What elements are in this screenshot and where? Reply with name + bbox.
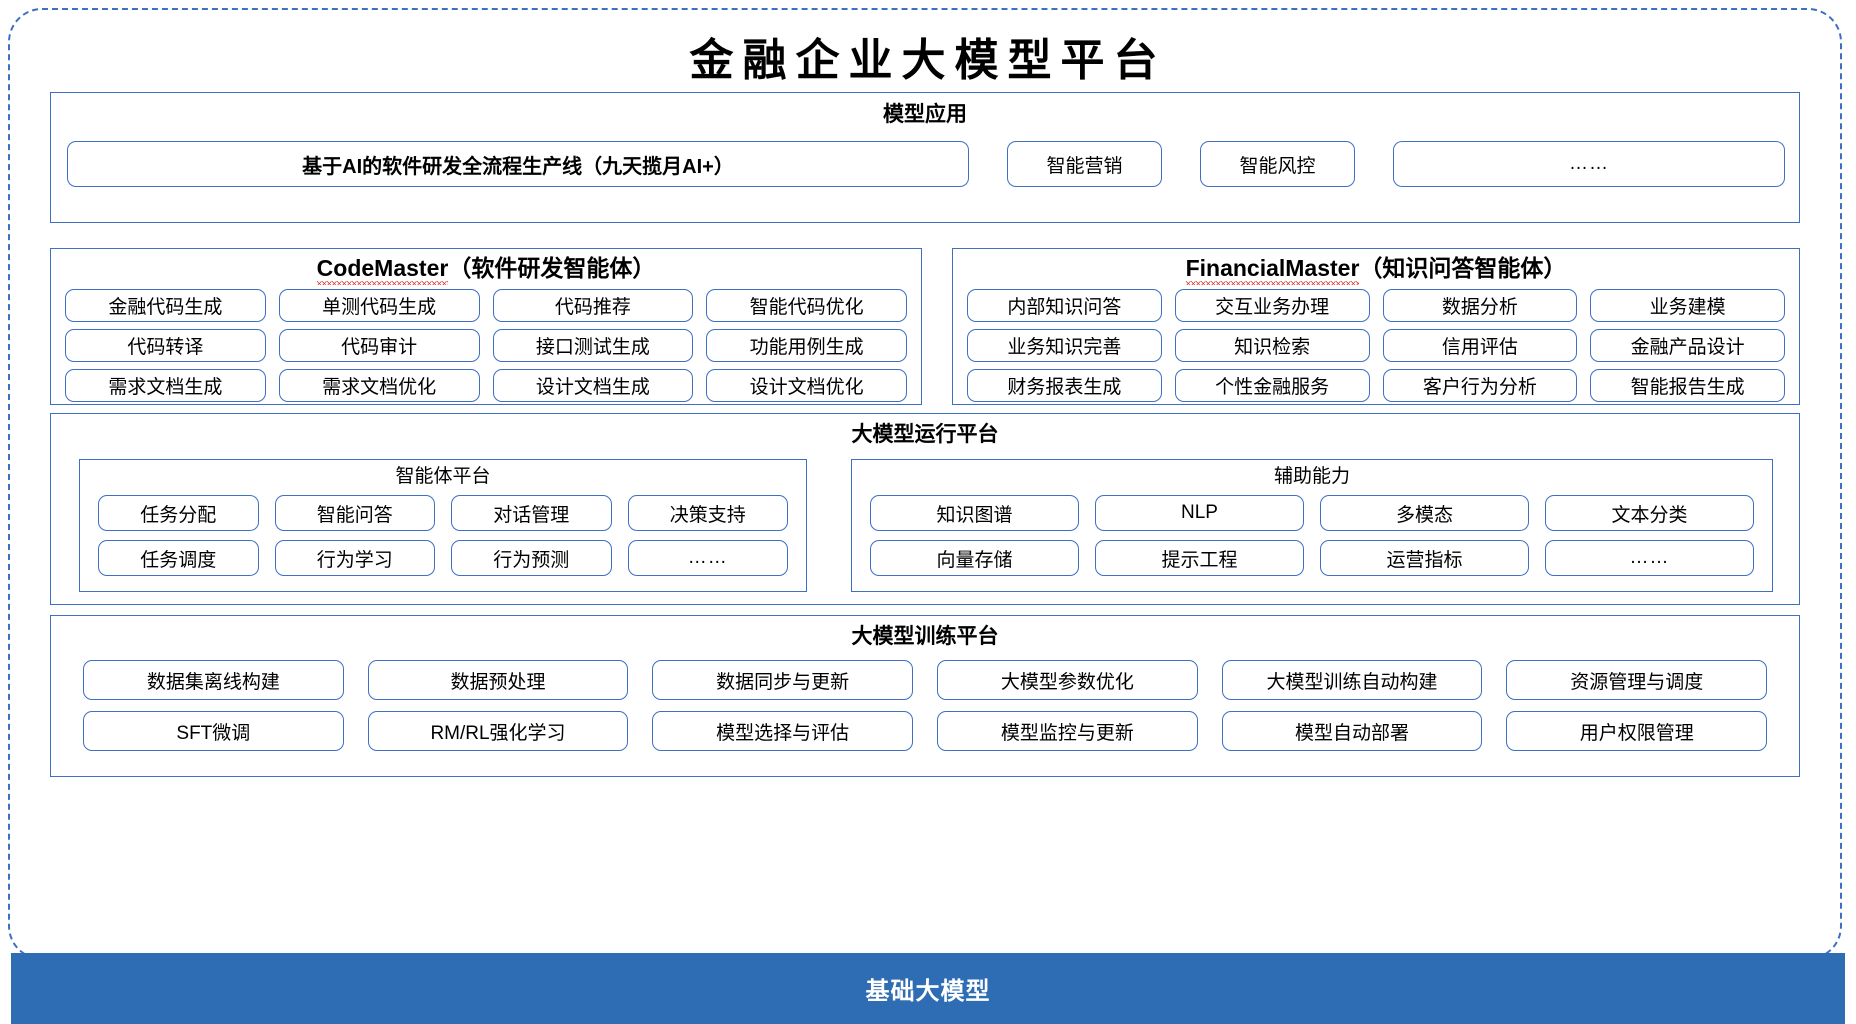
- chip-smart-code-opt[interactable]: 智能代码优化: [706, 289, 907, 322]
- subpanel-auxiliary-capability: 辅助能力 知识图谱 NLP 多模态 文本分类 向量存储 提示工程 运营指标 ……: [851, 459, 1773, 592]
- subpanel-row: 知识图谱 NLP 多模态 文本分类: [870, 495, 1754, 531]
- panel-model-application: 模型应用 基于AI的软件研发全流程生产线（九天揽月AI+） 智能营销 智能风控 …: [50, 92, 1800, 223]
- panel-agent-codemaster: CodeMaster（软件研发智能体） 金融代码生成 单测代码生成 代码推荐 智…: [50, 248, 922, 405]
- chip-code-audit[interactable]: 代码审计: [278, 329, 480, 362]
- chip-data-sync-update[interactable]: 数据同步与更新: [652, 660, 914, 700]
- agent-name-latin-financialmaster: FinancialMaster: [1185, 255, 1359, 285]
- chip-sft-finetune[interactable]: SFT微调: [83, 711, 344, 751]
- chip-fin-code-gen[interactable]: 金融代码生成: [65, 289, 266, 322]
- agent-name-cn-financialmaster: （知识问答智能体）: [1359, 255, 1567, 281]
- chip-data-analysis[interactable]: 数据分析: [1382, 289, 1578, 322]
- chip-user-permission-mgmt[interactable]: 用户权限管理: [1506, 711, 1768, 751]
- agent-name-cn-codemaster: （软件研发智能体）: [448, 255, 656, 281]
- chip-financial-report-gen[interactable]: 财务报表生成: [967, 369, 1162, 402]
- chip-model-select-eval[interactable]: 模型选择与评估: [652, 711, 914, 751]
- agent-grid-codemaster: 金融代码生成 单测代码生成 代码推荐 智能代码优化 代码转译 代码审计 接口测试…: [65, 289, 907, 402]
- chip-vector-storage[interactable]: 向量存储: [870, 540, 1079, 576]
- agent-row: 业务知识完善 知识检索 信用评估 金融产品设计: [967, 329, 1785, 362]
- chip-internal-kb-qa[interactable]: 内部知识问答: [967, 289, 1162, 322]
- chip-decision-support[interactable]: 决策支持: [627, 495, 788, 531]
- app-chip-more[interactable]: ……: [1393, 141, 1785, 187]
- subpanel-title-auxiliary-capability: 辅助能力: [1273, 466, 1350, 487]
- chip-task-scheduling[interactable]: 任务调度: [98, 540, 259, 576]
- chip-personalized-fin-service[interactable]: 个性金融服务: [1174, 369, 1370, 402]
- chip-multimodal[interactable]: 多模态: [1320, 495, 1529, 531]
- chip-smart-qa[interactable]: 智能问答: [274, 495, 435, 531]
- chip-agent-more[interactable]: ……: [627, 540, 788, 576]
- training-row: SFT微调 RM/RL强化学习 模型选择与评估 模型监控与更新 模型自动部署 用…: [83, 711, 1768, 751]
- panel-agent-financialmaster: FinancialMaster（知识问答智能体） 内部知识问答 交互业务办理 数…: [952, 248, 1800, 405]
- subpanel-row: 任务调度 行为学习 行为预测 ……: [98, 540, 788, 576]
- chip-knowledge-retrieval[interactable]: 知识检索: [1174, 329, 1370, 362]
- chip-code-translate[interactable]: 代码转译: [65, 329, 266, 362]
- agent-name-latin-codemaster: CodeMaster: [316, 255, 448, 285]
- chip-operation-metrics[interactable]: 运营指标: [1320, 540, 1529, 576]
- chip-resource-mgmt-scheduling[interactable]: 资源管理与调度: [1506, 660, 1768, 700]
- chip-api-test-gen[interactable]: 接口测试生成: [492, 329, 694, 362]
- chip-smart-report-gen[interactable]: 智能报告生成: [1590, 369, 1785, 402]
- chip-aux-more[interactable]: ……: [1545, 540, 1754, 576]
- agent-title-financialmaster: FinancialMaster（知识问答智能体）: [953, 249, 1799, 285]
- chip-text-classification[interactable]: 文本分类: [1545, 495, 1754, 531]
- chip-credit-assessment[interactable]: 信用评估: [1382, 329, 1578, 362]
- app-chip-smart-marketing[interactable]: 智能营销: [1007, 141, 1162, 187]
- chip-prompt-engineering[interactable]: 提示工程: [1095, 540, 1304, 576]
- chip-unit-test-code-gen[interactable]: 单测代码生成: [278, 289, 480, 322]
- chip-business-modeling[interactable]: 业务建模: [1590, 289, 1785, 322]
- page-title: 金融企业大模型平台: [689, 35, 1167, 86]
- chip-fin-product-design[interactable]: 金融产品设计: [1590, 329, 1785, 362]
- panel-title-runtime-platform: 大模型运行平台: [851, 423, 999, 446]
- panel-runtime-platform: 大模型运行平台 智能体平台 任务分配 智能问答 对话管理 决策支持 任务调度 行…: [50, 413, 1800, 605]
- training-platform-grid: 数据集离线构建 数据预处理 数据同步与更新 大模型参数优化 大模型训练自动构建 …: [83, 660, 1768, 751]
- subpanel-agent-platform: 智能体平台 任务分配 智能问答 对话管理 决策支持 任务调度 行为学习 行为预测…: [79, 459, 807, 592]
- chip-interactive-business[interactable]: 交互业务办理: [1174, 289, 1370, 322]
- chip-customer-behavior[interactable]: 客户行为分析: [1382, 369, 1578, 402]
- chip-design-doc-opt[interactable]: 设计文档优化: [706, 369, 907, 402]
- chip-model-param-opt[interactable]: 大模型参数优化: [937, 660, 1198, 700]
- subpanel-row: 任务分配 智能问答 对话管理 决策支持: [98, 495, 788, 531]
- training-row: 数据集离线构建 数据预处理 数据同步与更新 大模型参数优化 大模型训练自动构建 …: [83, 660, 1768, 700]
- app-chip-ai-pipeline[interactable]: 基于AI的软件研发全流程生产线（九天揽月AI+）: [67, 141, 969, 187]
- chip-business-knowledge[interactable]: 业务知识完善: [967, 329, 1162, 362]
- model-application-row: 基于AI的软件研发全流程生产线（九天揽月AI+） 智能营销 智能风控 ……: [67, 141, 1785, 187]
- agent-row: 金融代码生成 单测代码生成 代码推荐 智能代码优化: [65, 289, 907, 322]
- chip-rm-rl-learning[interactable]: RM/RL强化学习: [367, 711, 629, 751]
- chip-behavior-prediction[interactable]: 行为预测: [451, 540, 612, 576]
- chip-data-preprocess[interactable]: 数据预处理: [367, 660, 629, 700]
- agent-row: 代码转译 代码审计 接口测试生成 功能用例生成: [65, 329, 907, 362]
- base-model-bar: 基础大模型: [11, 953, 1845, 1024]
- agent-grid-financialmaster: 内部知识问答 交互业务办理 数据分析 业务建模 业务知识完善 知识检索 信用评估…: [967, 289, 1785, 402]
- base-model-label: 基础大模型: [865, 978, 991, 1005]
- chip-req-doc-opt[interactable]: 需求文档优化: [278, 369, 480, 402]
- chip-model-auto-deploy[interactable]: 模型自动部署: [1221, 711, 1483, 751]
- agent-row: 财务报表生成 个性金融服务 客户行为分析 智能报告生成: [967, 369, 1785, 402]
- chip-nlp[interactable]: NLP: [1095, 495, 1304, 531]
- subpanel-grid-agent-platform: 任务分配 智能问答 对话管理 决策支持 任务调度 行为学习 行为预测 ……: [98, 495, 788, 576]
- chip-model-monitor-update[interactable]: 模型监控与更新: [937, 711, 1198, 751]
- chip-dataset-offline-build[interactable]: 数据集离线构建: [83, 660, 344, 700]
- chip-code-recommend[interactable]: 代码推荐: [492, 289, 694, 322]
- agent-row: 需求文档生成 需求文档优化 设计文档生成 设计文档优化: [65, 369, 907, 402]
- chip-req-doc-gen[interactable]: 需求文档生成: [65, 369, 266, 402]
- chip-task-allocation[interactable]: 任务分配: [98, 495, 259, 531]
- chip-dialog-management[interactable]: 对话管理: [451, 495, 612, 531]
- chip-knowledge-graph[interactable]: 知识图谱: [870, 495, 1079, 531]
- subpanel-title-agent-platform: 智能体平台: [395, 466, 491, 487]
- agent-row: 内部知识问答 交互业务办理 数据分析 业务建模: [967, 289, 1785, 322]
- chip-behavior-learning[interactable]: 行为学习: [274, 540, 435, 576]
- chip-func-case-gen[interactable]: 功能用例生成: [706, 329, 907, 362]
- panel-training-platform: 大模型训练平台 数据集离线构建 数据预处理 数据同步与更新 大模型参数优化 大模…: [50, 615, 1800, 777]
- subpanel-row: 向量存储 提示工程 运营指标 ……: [870, 540, 1754, 576]
- panel-title-training-platform: 大模型训练平台: [851, 625, 999, 648]
- panel-title-model-application: 模型应用: [883, 103, 967, 126]
- subpanel-grid-auxiliary-capability: 知识图谱 NLP 多模态 文本分类 向量存储 提示工程 运营指标 ……: [870, 495, 1754, 576]
- agent-title-codemaster: CodeMaster（软件研发智能体）: [51, 249, 921, 285]
- chip-design-doc-gen[interactable]: 设计文档生成: [492, 369, 694, 402]
- app-chip-smart-risk-control[interactable]: 智能风控: [1200, 141, 1355, 187]
- chip-training-auto-build[interactable]: 大模型训练自动构建: [1221, 660, 1483, 700]
